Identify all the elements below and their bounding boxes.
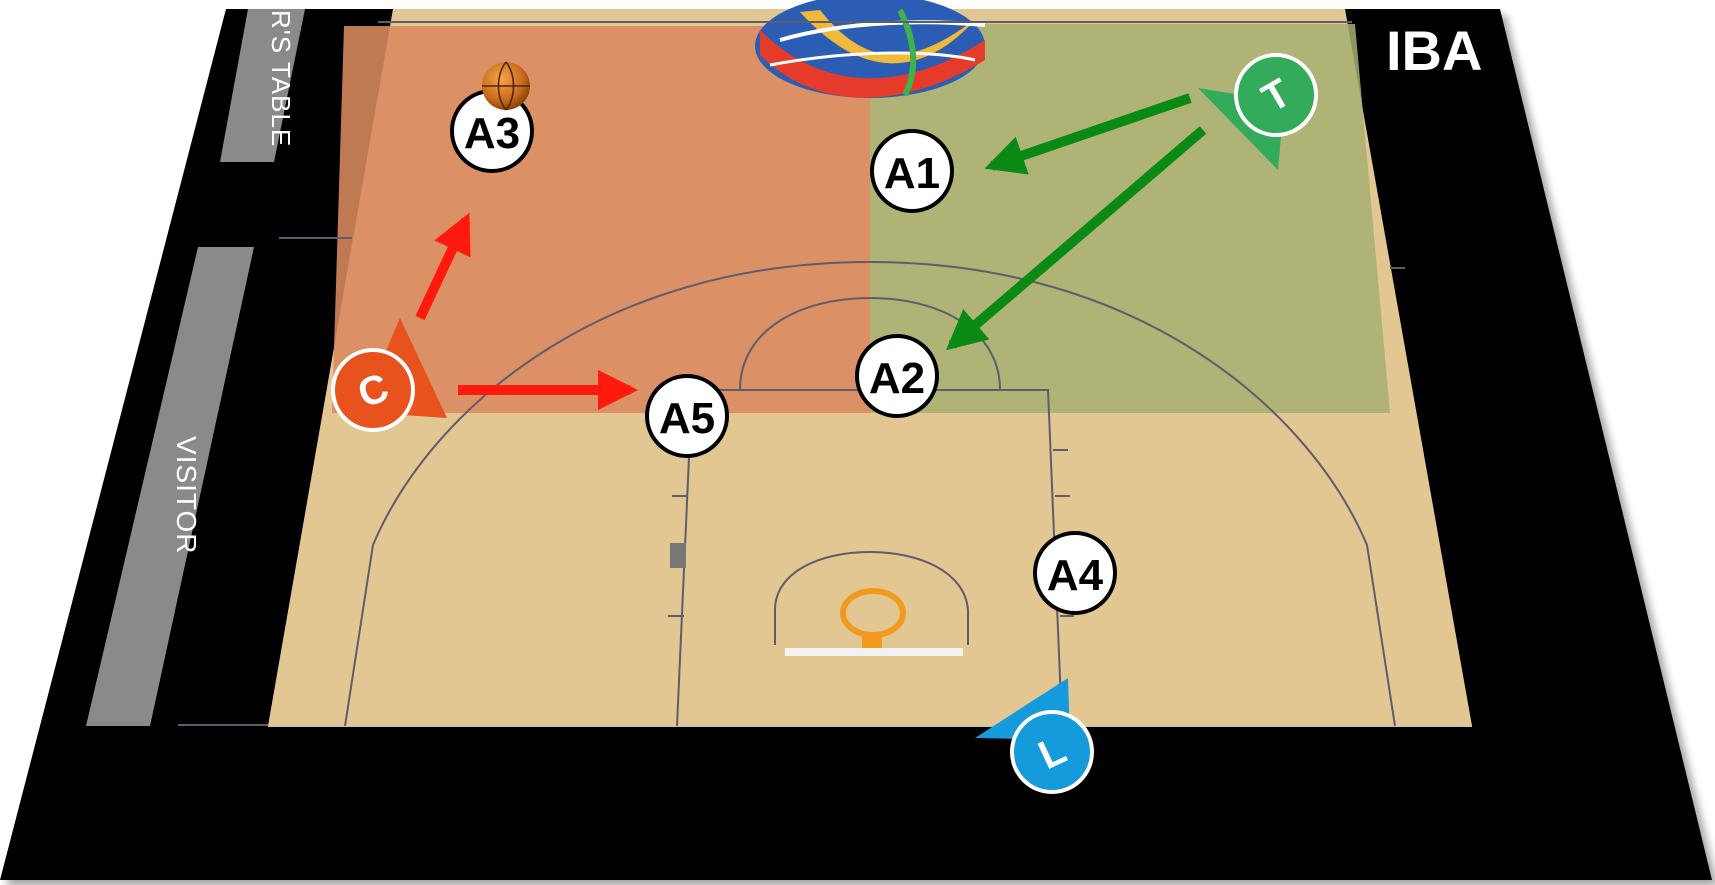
arrow-c-to-a3 (415, 212, 471, 321)
player-a2[interactable]: A2 (855, 334, 939, 418)
player-a4[interactable]: A4 (1033, 531, 1117, 615)
player-a4-label: A4 (1047, 551, 1104, 600)
player-a5[interactable]: A5 (645, 374, 729, 458)
scorers-table-panel (220, 9, 305, 162)
side-label: VISITOR (171, 436, 202, 555)
player-a1[interactable]: A1 (870, 129, 954, 213)
table-label: R'S TABLE (266, 10, 296, 147)
lane-block (670, 543, 686, 568)
basketball-icon (482, 61, 530, 111)
pass-arrows (415, 93, 1207, 410)
hoop-rim (840, 588, 906, 638)
player-a3[interactable]: A3 (450, 89, 534, 173)
referee-c-marker[interactable]: C (331, 318, 447, 432)
brand-label: IBA (1386, 19, 1482, 82)
player-a1-label: A1 (884, 149, 940, 198)
player-a3-label: A3 (464, 109, 520, 158)
backboard (785, 648, 963, 656)
hoop-bracket (862, 636, 882, 648)
fiba-globe-logo (755, 0, 986, 98)
arrow-t-to-a2 (945, 126, 1207, 351)
player-a2-label: A2 (869, 354, 925, 403)
visitor-bench-panel (86, 247, 254, 726)
referee-t-marker[interactable]: T (1198, 53, 1318, 170)
arrow-t-to-a1 (984, 93, 1192, 175)
player-a5-label: A5 (659, 394, 715, 443)
referee-l-marker[interactable]: L (975, 678, 1094, 794)
